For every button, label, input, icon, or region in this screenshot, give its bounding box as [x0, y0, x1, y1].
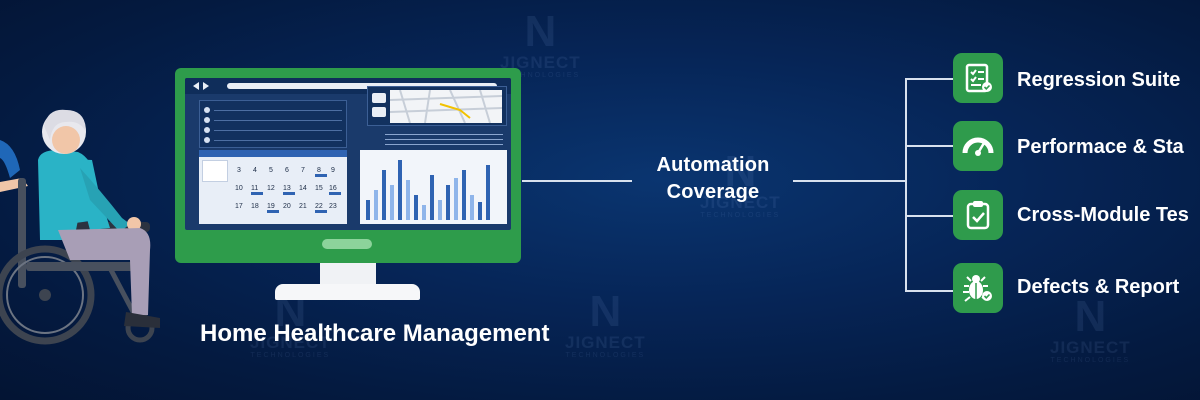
monitor-stand-neck — [320, 263, 376, 288]
svg-text:19: 19 — [267, 203, 275, 210]
watermark-logo: N JIGNECT TECHNOLOGIES — [1050, 292, 1131, 365]
connector-right — [793, 180, 905, 182]
connector-branch-3 — [905, 215, 953, 217]
svg-text:14: 14 — [299, 185, 307, 192]
svg-text:4: 4 — [253, 167, 257, 174]
forward-icon — [203, 82, 209, 90]
coverage-line-1: Automation — [656, 154, 770, 176]
bug-icon — [953, 263, 1003, 313]
back-icon — [193, 82, 199, 90]
watermark-logo: N JIGNECT TECHNOLOGIES — [500, 7, 581, 80]
svg-text:13: 13 — [283, 185, 291, 192]
url-bar — [227, 83, 497, 89]
svg-text:11: 11 — [251, 185, 258, 192]
branch-label-defects: Defects & Report — [1017, 276, 1180, 298]
profile-sliders — [367, 132, 507, 146]
svg-text:15: 15 — [315, 185, 323, 192]
bar-chart-panel — [360, 150, 507, 224]
svg-text:5: 5 — [269, 167, 273, 174]
svg-text:10: 10 — [235, 185, 243, 192]
svg-text:12: 12 — [267, 185, 275, 192]
branch-label-regression: Regression Suite — [1017, 69, 1181, 91]
branch-label-performance: Performace & Sta — [1017, 136, 1184, 158]
automation-coverage-label: Automation Coverage — [638, 152, 788, 206]
watermark-letter: N — [589, 287, 622, 336]
watermark-letter: N — [1074, 292, 1107, 341]
watermark-sub: TECHNOLOGIES — [700, 212, 781, 219]
calendar-panel: 3 4 5 6 7 8 9 10 11 12 13 14 15 16 17 18 19 20 21 22 23 — [199, 150, 347, 224]
svg-text:3: 3 — [237, 167, 241, 174]
monitor: 3 4 5 6 7 8 9 10 11 12 13 14 15 16 17 18 19 20 21 22 23 — [175, 68, 521, 263]
svg-text:16: 16 — [329, 185, 337, 192]
monitor-power-indicator — [322, 239, 372, 249]
svg-text:23: 23 — [329, 203, 337, 210]
wheelchair-illustration — [0, 109, 160, 345]
watermark-sub: TECHNOLOGIES — [1050, 357, 1131, 364]
svg-text:20: 20 — [283, 203, 291, 210]
connector-branch-2 — [905, 145, 953, 147]
watermark-letter: N — [524, 7, 557, 56]
svg-text:21: 21 — [299, 203, 307, 210]
main-title: Home Healthcare Management — [200, 320, 550, 347]
connector-left — [522, 180, 632, 182]
watermark-sub: TECHNOLOGIES — [250, 352, 331, 359]
watermark-logo: N JIGNECT TECHNOLOGIES — [565, 287, 646, 360]
clipboard-check-icon — [953, 190, 1003, 240]
connector-branch-4 — [905, 290, 953, 292]
watermark-letter: N — [724, 147, 757, 196]
watermark-word: JIGNECT — [700, 193, 781, 212]
watermark-sub: TECHNOLOGIES — [565, 352, 646, 359]
dashboard-screen: 3 4 5 6 7 8 9 10 11 12 13 14 15 16 17 18 19 20 21 22 23 — [185, 78, 511, 230]
branch-label-cross-module: Cross-Module Tes — [1017, 204, 1189, 226]
svg-text:22: 22 — [315, 203, 323, 210]
svg-text:8: 8 — [317, 167, 321, 174]
svg-text:18: 18 — [251, 203, 259, 210]
connector-branch-1 — [905, 78, 953, 80]
watermark-word: JIGNECT — [500, 53, 581, 72]
watermark-word: JIGNECT — [565, 333, 646, 352]
coverage-line-2: Coverage — [666, 181, 760, 203]
svg-text:6: 6 — [285, 167, 289, 174]
monitor-stand-base — [275, 284, 420, 300]
checklist-icon — [953, 53, 1003, 103]
svg-text:7: 7 — [301, 167, 305, 174]
watermark-logo: N JIGNECT TECHNOLOGIES — [700, 147, 781, 220]
map-panel — [367, 86, 507, 126]
watermark-word: JIGNECT — [250, 333, 331, 352]
watermark-word: JIGNECT — [1050, 338, 1131, 357]
speedometer-icon — [953, 121, 1003, 171]
patient-list-panel — [199, 100, 347, 148]
svg-text:9: 9 — [331, 167, 335, 174]
svg-text:17: 17 — [235, 203, 243, 210]
connector-trunk — [905, 78, 907, 292]
watermark-sub: TECHNOLOGIES — [500, 72, 581, 79]
